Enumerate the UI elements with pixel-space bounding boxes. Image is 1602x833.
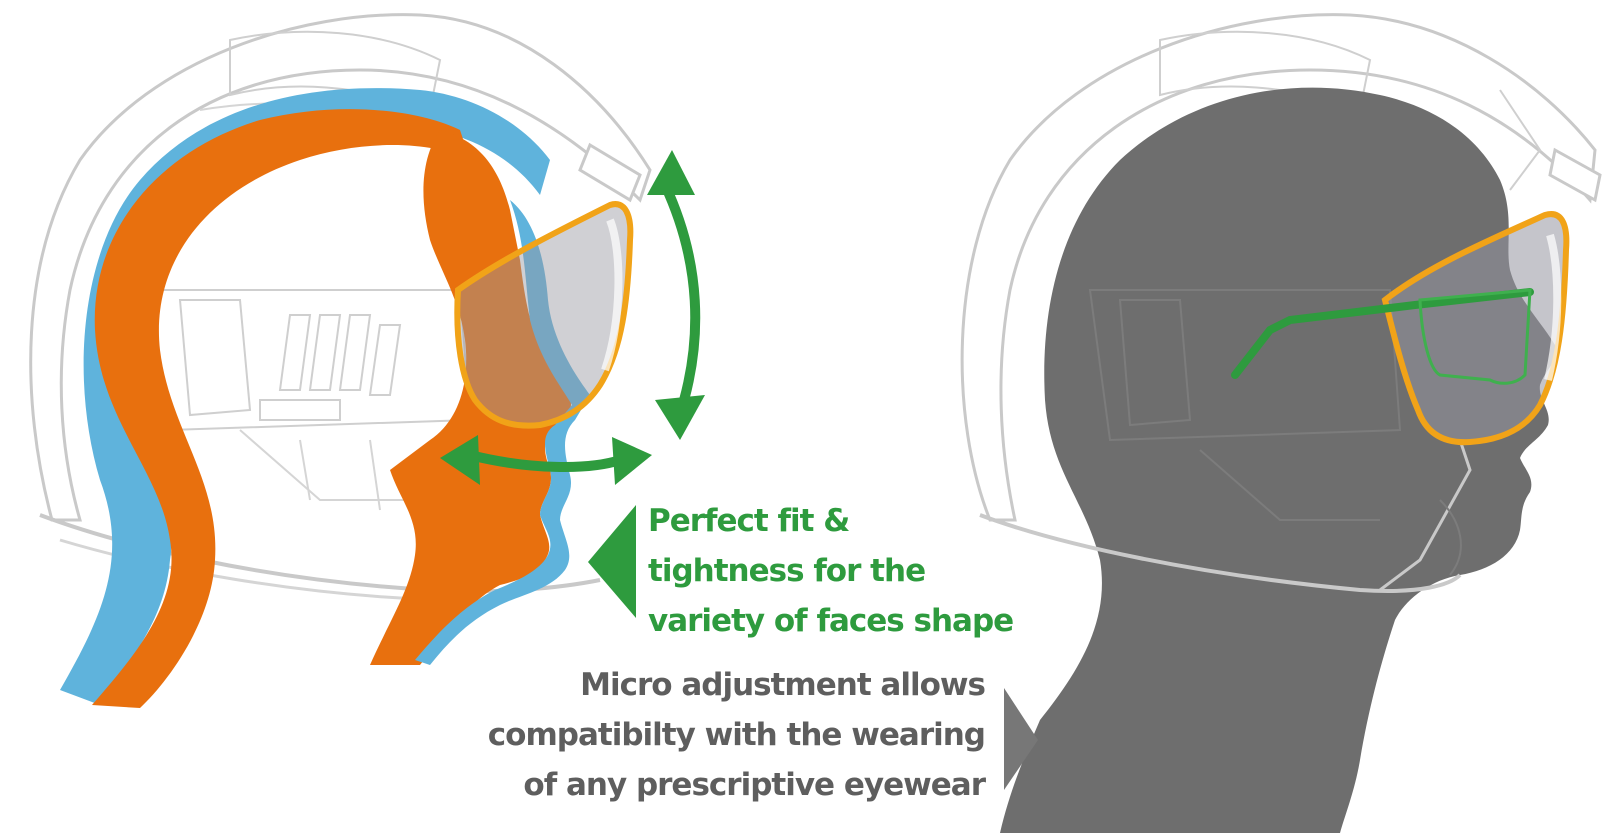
fit-caption-line-2: tightness for the xyxy=(648,546,1013,596)
left-helmet-illustration xyxy=(31,15,705,708)
micro-caption: Micro adjustment allows compatibilty wit… xyxy=(430,660,985,810)
gray-head-silhouette xyxy=(1000,88,1556,833)
micro-caption-line-3: of any prescriptive eyewear xyxy=(430,760,985,810)
fit-caption-line-1: Perfect fit & xyxy=(648,496,1013,546)
vertical-adjust-arrow xyxy=(647,150,705,440)
triangle-left-icon xyxy=(588,505,636,618)
fit-caption: Perfect fit & tightness for the variety … xyxy=(648,496,1013,646)
micro-caption-line-2: compatibilty with the wearing xyxy=(430,710,985,760)
fit-caption-line-3: variety of faces shape xyxy=(648,596,1013,646)
micro-caption-line-1: Micro adjustment allows xyxy=(430,660,985,710)
right-helmet-illustration xyxy=(962,15,1600,833)
